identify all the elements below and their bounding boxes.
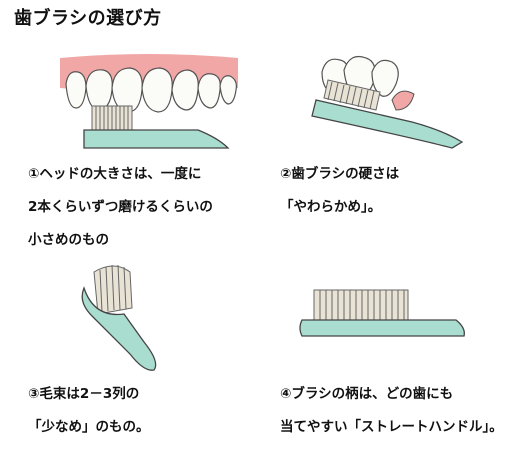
caption-line: ①ヘッドの大きさは、一度に [28, 166, 202, 182]
caption-line: ③毛束は2－3列の [28, 386, 140, 402]
caption-head-size: ①ヘッドの大きさは、一度に 2本くらいずつ磨けるくらいの 小さめのもの [28, 158, 213, 257]
caption-handle-shape: ④ブラシの柄は、どの歯にも 当てやすい「ストレートハンドル」。 [280, 378, 503, 444]
caption-line: 「少なめ」のもの。 [28, 419, 150, 435]
caption-line: ②歯ブラシの硬さは [280, 166, 400, 182]
illustration-brush-bristle-tufts [81, 264, 157, 371]
caption-bristle-rows: ③毛束は2－3列の 「少なめ」のもの。 [28, 378, 150, 444]
page-title: 歯ブラシの選び方 [14, 8, 162, 29]
caption-line: 当てやすい「ストレートハンドル」。 [280, 419, 503, 435]
caption-line: 2本くらいずつ磨けるくらいの [28, 199, 213, 215]
caption-line: ④ブラシの柄は、どの歯にも [280, 386, 454, 402]
caption-bristle-firmness: ②歯ブラシの硬さは 「やわらかめ」。 [280, 158, 399, 224]
illustration-brush-molars [311, 55, 464, 149]
caption-line: 小さめのもの [28, 232, 109, 248]
illustration-brush-straight-handle [299, 289, 465, 337]
illustration-brush-front-teeth [60, 54, 238, 149]
caption-line: 「やわらかめ」。 [280, 199, 382, 215]
